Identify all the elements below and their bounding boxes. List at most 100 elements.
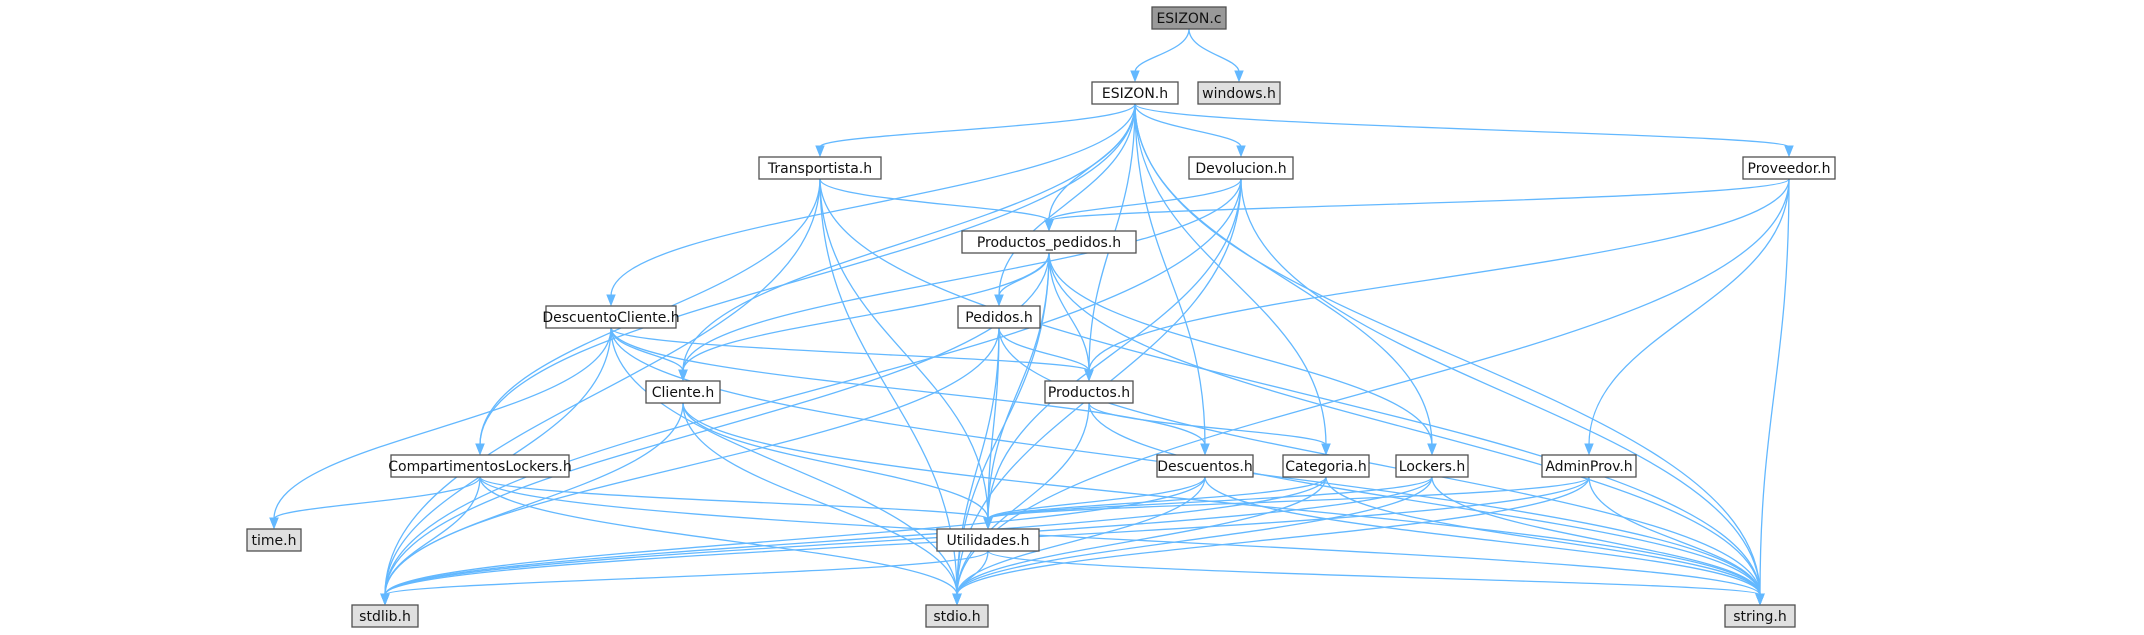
edge-line bbox=[1759, 178, 1790, 596]
node-cliente-h[interactable]: Cliente.h bbox=[645, 380, 721, 404]
edge-line bbox=[998, 252, 1050, 297]
node-productos-h[interactable]: Productos.h bbox=[1044, 380, 1134, 404]
edge-line bbox=[1048, 178, 1790, 222]
node-label: Utilidades.h bbox=[947, 533, 1030, 549]
arrowhead bbox=[1130, 70, 1140, 83]
edge-line bbox=[682, 402, 989, 520]
edge-adminprov_h-to-utilidades_h bbox=[983, 476, 1590, 530]
node-label: Productos_pedidos.h bbox=[977, 235, 1121, 251]
edge-line bbox=[682, 402, 958, 596]
node-pedidos-h[interactable]: Pedidos.h bbox=[957, 305, 1041, 329]
edge-descuentos_h-to-stdlib_h bbox=[380, 476, 1206, 606]
node-string-h[interactable]: string.h bbox=[1724, 604, 1796, 628]
edge-line bbox=[987, 550, 1761, 596]
edge-line bbox=[384, 476, 1433, 596]
node-devolucion-h[interactable]: Devolucion.h bbox=[1188, 156, 1294, 180]
node-esizon-h[interactable]: ESIZON.h bbox=[1091, 81, 1179, 105]
node-descuentos-h[interactable]: Descuentos.h bbox=[1156, 454, 1254, 478]
edge-line bbox=[987, 476, 1433, 520]
node-box bbox=[1044, 380, 1134, 404]
arrowhead bbox=[475, 443, 485, 456]
edge-line bbox=[479, 103, 1136, 446]
arrowhead bbox=[1200, 443, 1210, 456]
arrowhead bbox=[1427, 443, 1437, 456]
edge-line bbox=[610, 327, 1090, 372]
node-box bbox=[1282, 454, 1370, 478]
arrowhead bbox=[1234, 70, 1244, 83]
arrowhead bbox=[983, 517, 993, 530]
edge-line bbox=[1204, 476, 1761, 596]
node-box bbox=[1541, 454, 1637, 478]
edge-line bbox=[998, 327, 1761, 596]
node-lockers-h[interactable]: Lockers.h bbox=[1395, 454, 1469, 478]
node-label: CompartimentosLockers.h bbox=[388, 459, 571, 475]
edge-line bbox=[384, 550, 989, 596]
node-utilidades-h[interactable]: Utilidades.h bbox=[936, 528, 1040, 552]
node-label: ESIZON.h bbox=[1102, 86, 1168, 102]
node-box bbox=[1156, 454, 1254, 478]
edge-line bbox=[1048, 178, 1242, 222]
node-box bbox=[925, 604, 989, 628]
edge-line bbox=[1588, 178, 1790, 446]
node-compartimentoslockers-h[interactable]: CompartimentosLockers.h bbox=[388, 454, 572, 478]
edge-productos_pedidos_h-to-pedidos_h bbox=[994, 252, 1050, 307]
edge-line bbox=[1134, 28, 1190, 73]
edge-descuentocliente_h-to-stdio_h bbox=[610, 327, 962, 606]
edge-transportista_h-to-productos_pedidos_h bbox=[819, 178, 1054, 232]
node-box bbox=[645, 380, 721, 404]
node-adminprov-h[interactable]: AdminProv.h bbox=[1541, 454, 1637, 478]
node-categoria-h[interactable]: Categoria.h bbox=[1282, 454, 1370, 478]
edge-line bbox=[682, 103, 1136, 372]
node-esizon-c[interactable]: ESIZON.c bbox=[1151, 6, 1227, 30]
edge-line bbox=[956, 476, 1206, 596]
edge-proveedor_h-to-string_h bbox=[1755, 178, 1790, 606]
node-label: time.h bbox=[252, 533, 297, 549]
edge-pedidos_h-to-productos_h bbox=[998, 327, 1094, 382]
edge-compartimentoslockers_h-to-utilidades_h bbox=[479, 476, 993, 530]
edge-line bbox=[1048, 252, 1433, 446]
node-transportista-h[interactable]: Transportista.h bbox=[758, 156, 882, 180]
node-box bbox=[1151, 6, 1227, 30]
node-label: Productos.h bbox=[1048, 385, 1130, 401]
edge-line bbox=[1048, 252, 1761, 596]
edge-esizon_c-to-esizon_h bbox=[1130, 28, 1190, 83]
edge-line bbox=[1134, 103, 1790, 148]
edge-line bbox=[1088, 402, 1327, 446]
edge-descuentocliente_h-to-descuentos_h bbox=[610, 327, 1210, 456]
node-label: Proveedor.h bbox=[1748, 161, 1831, 177]
node-stdio-h[interactable]: stdio.h bbox=[925, 604, 989, 628]
node-windows-h[interactable]: windows.h bbox=[1197, 81, 1281, 105]
node-time-h[interactable]: time.h bbox=[246, 528, 302, 552]
node-label: ESIZON.c bbox=[1156, 11, 1221, 27]
node-label: Lockers.h bbox=[1399, 459, 1465, 475]
node-label: windows.h bbox=[1202, 86, 1276, 102]
edge-productos_pedidos_h-to-lockers_h bbox=[1048, 252, 1437, 456]
edge-line bbox=[479, 476, 1761, 596]
node-label: Transportista.h bbox=[767, 161, 872, 177]
node-productos-pedidos-h[interactable]: Productos_pedidos.h bbox=[961, 230, 1137, 254]
edge-utilidades_h-to-stdio_h bbox=[952, 550, 989, 606]
edge-line bbox=[610, 327, 1206, 446]
edge-line bbox=[1134, 103, 1327, 446]
edge-line bbox=[273, 476, 481, 520]
edge-line bbox=[956, 476, 1590, 596]
node-box bbox=[1091, 81, 1179, 105]
edge-compartimentoslockers_h-to-time_h bbox=[269, 476, 481, 530]
edge-descuentos_h-to-utilidades_h bbox=[983, 476, 1206, 530]
node-box bbox=[390, 454, 570, 478]
arrowhead bbox=[1321, 443, 1331, 456]
arrowhead bbox=[678, 369, 688, 382]
edge-line bbox=[1088, 402, 1761, 596]
node-label: Pedidos.h bbox=[965, 310, 1032, 326]
edge-line bbox=[384, 178, 1242, 596]
node-stdlib-h[interactable]: stdlib.h bbox=[351, 604, 419, 628]
arrowhead bbox=[269, 517, 279, 530]
node-box bbox=[1724, 604, 1796, 628]
edge-categoria_h-to-string_h bbox=[1325, 476, 1765, 606]
edge-esizon_h-to-transportista_h bbox=[815, 103, 1136, 158]
arrowhead bbox=[380, 593, 390, 606]
arrowhead bbox=[1084, 369, 1094, 382]
node-proveedor-h[interactable]: Proveedor.h bbox=[1742, 156, 1836, 180]
node-descuentocliente-h[interactable]: DescuentoCliente.h bbox=[542, 305, 680, 329]
